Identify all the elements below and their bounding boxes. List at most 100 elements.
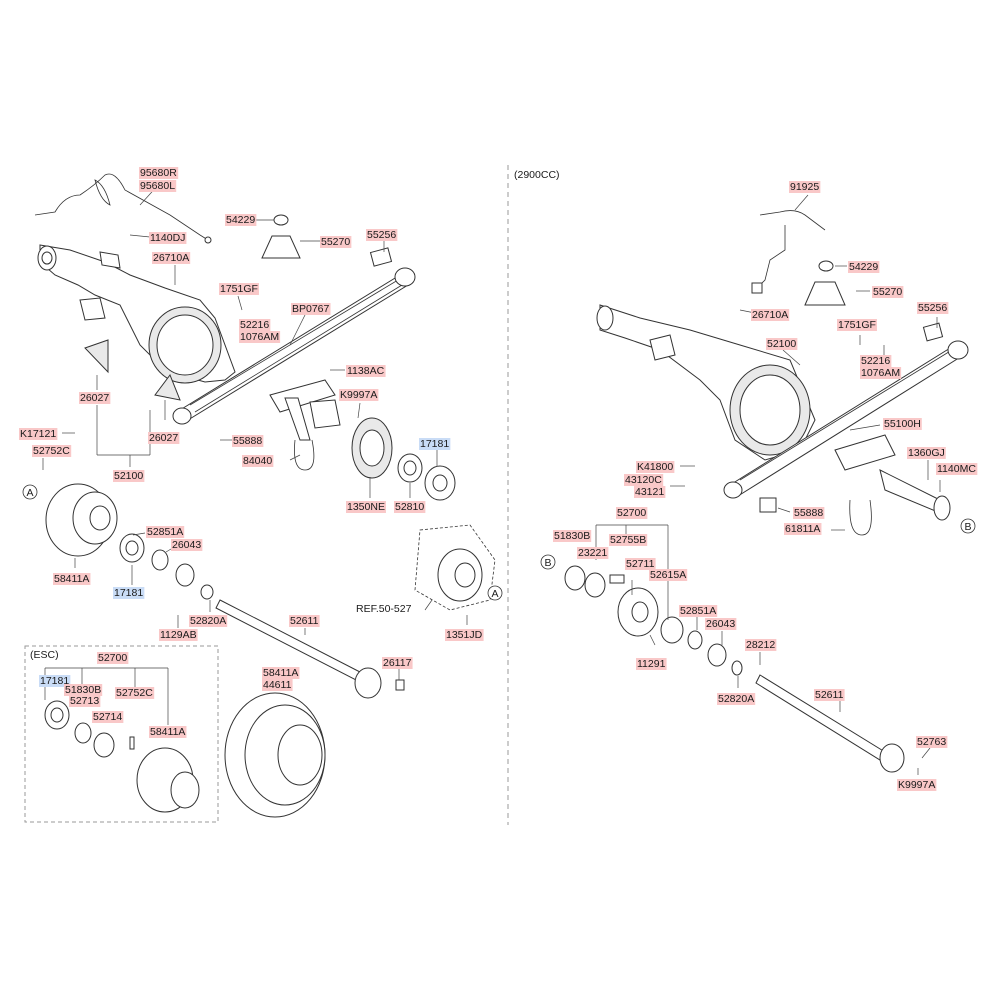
part-label-highlight	[32, 445, 72, 457]
part-label-highlight	[679, 605, 718, 617]
part-label-1751gf-l[interactable]: 1751GF	[219, 283, 259, 295]
part-number-text: 52820A	[190, 615, 226, 627]
part-label-26710a-l[interactable]: 26710A	[152, 252, 191, 264]
part-label-1360gj[interactable]: 1360GJ	[907, 447, 946, 459]
part-number-text: 52810	[395, 501, 424, 513]
part-label-52714[interactable]: 52714	[92, 711, 124, 723]
part-label-52752c-l[interactable]: 52752C	[32, 445, 72, 457]
part-label-52820a-l[interactable]: 52820A	[189, 615, 228, 627]
part-label-58411a-esc[interactable]: 58411A	[149, 726, 187, 738]
part-label-1140dj[interactable]: 1140DJ	[149, 232, 187, 244]
part-label-highlight	[97, 652, 129, 664]
part-label-highlight	[225, 214, 257, 226]
part-label-k41800[interactable]: K41800	[636, 461, 675, 473]
part-label-26710a-r[interactable]: 26710A	[751, 309, 790, 321]
part-label-55888-l[interactable]: 55888	[232, 435, 264, 447]
part-number-text: 55270	[321, 236, 350, 248]
part-label-highlight	[346, 501, 386, 513]
part-label-52763[interactable]: 52763	[916, 736, 948, 748]
part-label-55256-l[interactable]: 55256	[366, 229, 398, 241]
part-label-28212[interactable]: 28212	[745, 639, 777, 651]
part-number-text: 95680L	[140, 180, 175, 192]
part-label-highlight	[139, 180, 177, 192]
part-label-1076am-l[interactable]: 1076AM	[239, 331, 281, 343]
part-label-61811a[interactable]: 61811A	[784, 523, 822, 535]
part-label-k17121[interactable]: K17121	[19, 428, 58, 440]
part-label-52851a-r[interactable]: 52851A	[679, 605, 718, 617]
part-label-95680r[interactable]: 95680R	[139, 167, 179, 179]
part-label-52615a[interactable]: 52615A	[649, 569, 688, 581]
part-label-17181-top[interactable]: 17181	[419, 438, 451, 450]
left-spring-seat-clamp	[269, 379, 341, 471]
part-label-52216-l[interactable]: 52216	[239, 319, 271, 331]
part-label-84040[interactable]: 84040	[242, 455, 274, 467]
part-number-text: 55270	[873, 286, 902, 298]
part-label-91925[interactable]: 91925	[789, 181, 821, 193]
left-brake-backing-plate	[351, 417, 393, 479]
part-label-1140mc[interactable]: 1140MC	[936, 463, 978, 475]
part-label-highlight	[346, 365, 386, 377]
part-label-11291[interactable]: 11291	[636, 658, 667, 670]
part-label-26027-b[interactable]: 26027	[148, 432, 180, 444]
part-label-52216-r[interactable]: 52216	[860, 355, 892, 367]
part-label-52100-l[interactable]: 52100	[113, 470, 145, 482]
part-label-52755b[interactable]: 52755B	[609, 534, 648, 546]
part-label-52611-r[interactable]: 52611	[814, 689, 845, 701]
part-label-1751gf-r[interactable]: 1751GF	[837, 319, 877, 331]
part-label-52700-r[interactable]: 52700	[616, 507, 648, 519]
part-label-52713[interactable]: 52713	[69, 695, 101, 707]
part-label-1351jd[interactable]: 1351JD	[445, 629, 484, 641]
part-label-55100h[interactable]: 55100H	[883, 418, 922, 430]
part-label-58411a-drum[interactable]: 58411A	[262, 667, 300, 679]
part-number-text: 61811A	[785, 523, 820, 535]
part-label-highlight	[897, 779, 937, 791]
part-number-text: 52713	[70, 695, 99, 707]
part-label-58411a-l[interactable]: 58411A	[53, 573, 91, 585]
part-label-54229-l[interactable]: 54229	[225, 214, 257, 226]
part-number-text: 52714	[93, 711, 122, 723]
part-number-text: 1360GJ	[908, 447, 945, 459]
part-label-highlight	[291, 303, 331, 315]
part-label-1129ab[interactable]: 1129AB	[159, 629, 198, 641]
part-label-52820a-r[interactable]: 52820A	[717, 693, 756, 705]
part-label-55270-l[interactable]: 55270	[320, 236, 352, 248]
part-label-52711[interactable]: 52711	[625, 558, 656, 570]
part-label-1076am-r[interactable]: 1076AM	[860, 367, 902, 379]
part-label-55888-r[interactable]: 55888	[793, 507, 825, 519]
part-label-54229-r[interactable]: 54229	[848, 261, 880, 273]
part-label-44611[interactable]: 44611	[262, 679, 293, 691]
left-seal-bearing-stack	[119, 533, 214, 600]
part-label-55256-r[interactable]: 55256	[917, 302, 949, 314]
part-label-highlight	[705, 618, 737, 630]
part-label-43120c[interactable]: 43120C	[624, 474, 664, 486]
part-number-text: 51830B	[554, 530, 590, 542]
part-label-17181-esc[interactable]: 17181	[39, 675, 71, 687]
part-label-52810[interactable]: 52810	[394, 501, 426, 513]
part-label-1138ac[interactable]: 1138AC	[346, 365, 386, 377]
part-label-55270-r[interactable]: 55270	[872, 286, 904, 298]
left-brake-drum-44611	[224, 692, 326, 818]
part-label-k9997a-l[interactable]: K9997A	[339, 389, 379, 401]
part-label-52100-r[interactable]: 52100	[766, 338, 798, 350]
part-label-26043-l[interactable]: 26043	[171, 539, 203, 551]
part-label-1350ne[interactable]: 1350NE	[346, 501, 386, 513]
part-label-52611-l[interactable]: 52611	[289, 615, 320, 627]
part-label-17181-mid[interactable]: 17181	[113, 587, 145, 599]
part-label-23221[interactable]: 23221	[577, 547, 609, 559]
part-label-highlight	[320, 236, 352, 248]
part-label-k9997a-r[interactable]: K9997A	[897, 779, 937, 791]
part-number-text: 52820A	[718, 693, 754, 705]
part-label-bp0767[interactable]: BP0767	[291, 303, 331, 315]
part-label-52700-esc[interactable]: 52700	[97, 652, 129, 664]
part-label-52851a-l[interactable]: 52851A	[146, 526, 185, 538]
part-label-51830b-esc[interactable]: 51830B	[64, 684, 103, 696]
part-label-43121[interactable]: 43121	[634, 486, 666, 498]
part-label-51830b-r[interactable]: 51830B	[553, 530, 592, 542]
part-label-52752c-esc[interactable]: 52752C	[115, 687, 155, 699]
part-label-highlight	[366, 229, 398, 241]
part-label-26027-a[interactable]: 26027	[79, 392, 111, 404]
part-label-26117[interactable]: 26117	[382, 657, 413, 669]
part-label-26043-r[interactable]: 26043	[705, 618, 737, 630]
right-spring-seat	[759, 434, 896, 536]
part-label-95680l[interactable]: 95680L	[139, 180, 177, 192]
